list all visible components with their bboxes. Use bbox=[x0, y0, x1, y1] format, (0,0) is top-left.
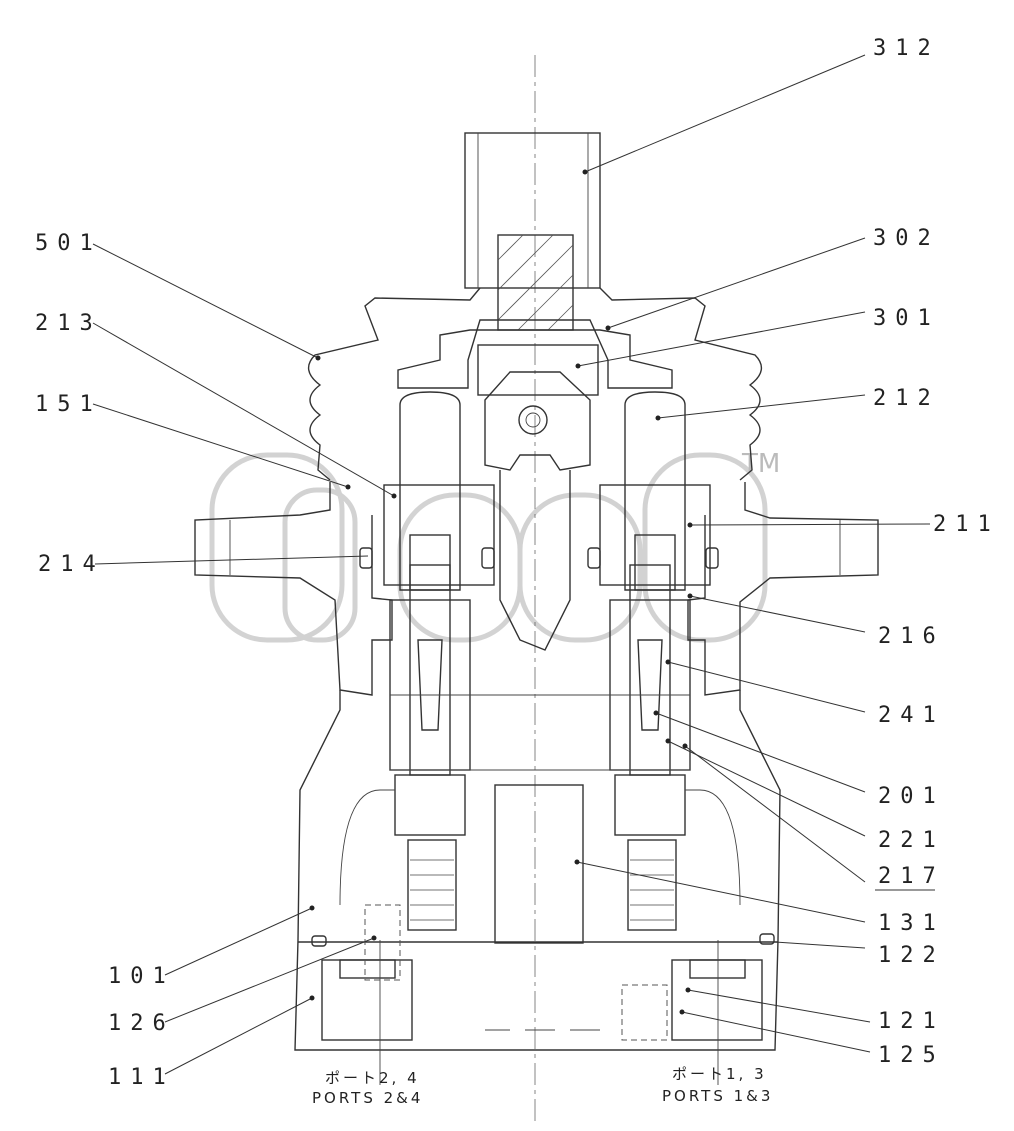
port-left-jp: ポート2, 4 bbox=[325, 1069, 420, 1087]
plunger-left bbox=[359, 391, 495, 591]
label-214: 214 bbox=[38, 552, 105, 577]
plug-left bbox=[311, 935, 327, 947]
port-left-en: PORTS 2&4 bbox=[312, 1089, 423, 1107]
casing-211 bbox=[194, 482, 879, 696]
leader-dots bbox=[309, 169, 693, 1015]
spool-right bbox=[609, 564, 691, 931]
label-212: 212 bbox=[873, 386, 940, 411]
part-labels: 312 302 301 212 501 213 151 214 211 216 … bbox=[35, 36, 1000, 1090]
label-312: 312 bbox=[873, 36, 940, 61]
port-labels: ポート2, 4 PORTS 2&4 ポート1, 3 PORTS 1&3 bbox=[312, 1065, 773, 1107]
label-301: 301 bbox=[873, 306, 940, 331]
joint-assembly bbox=[484, 371, 591, 651]
label-241: 241 bbox=[878, 703, 945, 728]
label-302: 302 bbox=[873, 226, 940, 251]
label-211: 211 bbox=[933, 512, 1000, 537]
plunger-right bbox=[587, 391, 719, 591]
plate-302-301 bbox=[397, 319, 673, 396]
label-131: 131 bbox=[878, 911, 945, 936]
label-126: 126 bbox=[108, 1011, 175, 1036]
label-111: 111 bbox=[108, 1065, 175, 1090]
spring-131 bbox=[494, 784, 584, 944]
label-216: 216 bbox=[878, 624, 945, 649]
spool-left bbox=[389, 564, 471, 931]
port-right-en: PORTS 1&3 bbox=[662, 1087, 773, 1105]
label-501: 501 bbox=[35, 231, 102, 256]
body-101 bbox=[294, 690, 781, 1051]
body-passages bbox=[339, 789, 741, 906]
label-101: 101 bbox=[108, 964, 175, 989]
plug-122 bbox=[759, 933, 775, 945]
label-213: 213 bbox=[35, 311, 102, 336]
label-125: 125 bbox=[878, 1043, 945, 1068]
base-111 bbox=[321, 904, 763, 1041]
port-right-jp: ポート1, 3 bbox=[672, 1065, 767, 1083]
label-151: 151 bbox=[35, 392, 102, 417]
leader-lines bbox=[92, 54, 935, 1075]
label-122: 122 bbox=[878, 943, 945, 968]
label-121: 121 bbox=[878, 1009, 945, 1034]
stem-312 bbox=[464, 132, 601, 331]
label-201: 201 bbox=[878, 784, 945, 809]
label-217: 217 bbox=[878, 864, 945, 889]
label-221: 221 bbox=[878, 828, 945, 853]
